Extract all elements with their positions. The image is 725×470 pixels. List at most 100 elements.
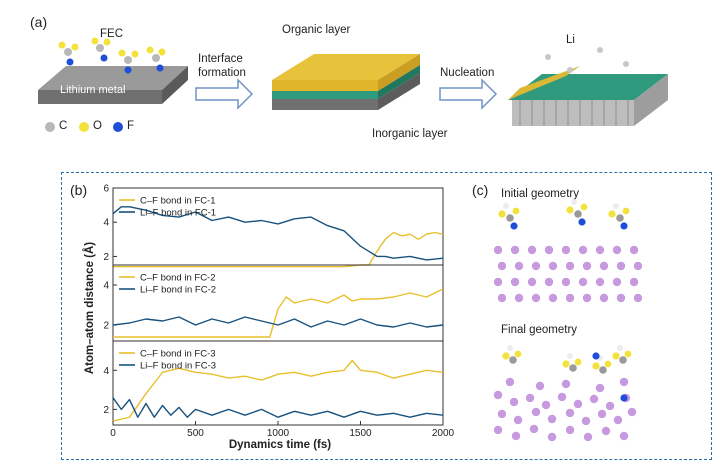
initial-geometry-label: Initial geometry xyxy=(501,188,579,200)
x-tick-label: 0 xyxy=(110,428,116,439)
h-atom xyxy=(567,353,573,359)
o-atom xyxy=(624,350,632,358)
arrow1-label-line1: Interface xyxy=(198,53,243,65)
o-atom xyxy=(580,203,588,211)
li-atom xyxy=(548,261,558,271)
legend-label: C–F bond in FC-2 xyxy=(140,273,216,284)
li-atom xyxy=(511,431,521,441)
li-atom xyxy=(548,293,558,303)
o-atom xyxy=(604,360,612,368)
li-atom xyxy=(497,261,507,271)
li-atom xyxy=(544,277,554,287)
li-atom xyxy=(531,261,541,271)
fec-molecules xyxy=(58,37,166,74)
li-atom xyxy=(578,245,588,255)
legend-label: C–F bond in FC-3 xyxy=(140,349,216,360)
li-atom xyxy=(513,415,523,425)
li-atom xyxy=(595,277,605,287)
series-line-lif-3 xyxy=(112,397,444,418)
o-atom xyxy=(566,206,574,214)
li-atom xyxy=(573,399,583,409)
f-atom xyxy=(620,394,628,402)
y-tick-label: 2 xyxy=(103,405,109,416)
lithium-slab xyxy=(38,66,188,104)
h-atom xyxy=(503,203,509,209)
li-atom xyxy=(612,277,622,287)
organic-layer-label: Organic layer xyxy=(282,24,351,36)
final-geometry-label: Final geometry xyxy=(501,324,578,336)
o-atom xyxy=(612,352,620,360)
y-tick-label: 2 xyxy=(103,321,109,332)
h-atom xyxy=(507,345,513,351)
panels-bc-frame xyxy=(61,172,712,460)
li-atom xyxy=(629,277,639,287)
li-atom xyxy=(619,377,629,387)
h-atom xyxy=(617,345,623,351)
x-tick-label: 1000 xyxy=(267,428,290,439)
li-atom xyxy=(589,394,599,404)
li-atom xyxy=(531,407,541,417)
li-atom xyxy=(505,377,515,387)
inorganic-layer-label: Inorganic layer xyxy=(372,128,448,140)
li-atom xyxy=(514,261,524,271)
arrow1-label-line2: formation xyxy=(198,67,246,79)
series-line-cf-3 xyxy=(112,359,444,422)
c-atom xyxy=(509,356,517,364)
li-atom xyxy=(497,409,507,419)
li-atom xyxy=(612,245,622,255)
li-atom xyxy=(629,245,639,255)
li-atom xyxy=(601,426,611,436)
li-atom xyxy=(509,397,519,407)
li-atom xyxy=(529,424,539,434)
o-atom xyxy=(592,362,600,370)
c-atom xyxy=(616,214,624,222)
li-atom xyxy=(582,261,592,271)
li-atom xyxy=(527,245,537,255)
li-atom xyxy=(561,277,571,287)
li-atom xyxy=(547,414,557,424)
li-atom xyxy=(583,432,593,442)
li-atom xyxy=(578,277,588,287)
li-atom xyxy=(541,400,551,410)
series-line-cf-2 xyxy=(113,288,444,338)
li-atom xyxy=(565,293,575,303)
y-tick-label: 2 xyxy=(103,252,109,263)
li-atom xyxy=(557,392,567,402)
c-atom xyxy=(599,366,607,374)
li-atom xyxy=(497,293,507,303)
li-atom xyxy=(561,379,571,389)
nucleation-structure xyxy=(508,47,668,126)
li-atom xyxy=(531,293,541,303)
f-atom xyxy=(510,222,518,230)
li-atom xyxy=(597,409,607,419)
li-atom xyxy=(535,381,545,391)
li-atom xyxy=(493,425,503,435)
li-atom xyxy=(605,401,615,411)
layered-sei-film xyxy=(272,54,420,110)
o-atom xyxy=(498,210,506,218)
legend-label: C–F bond in FC-1 xyxy=(140,196,216,207)
o-atom xyxy=(514,350,522,358)
legend-label: Li–F bond in FC-1 xyxy=(140,208,216,219)
li-atom xyxy=(514,293,524,303)
x-tick-label: 2000 xyxy=(432,428,455,439)
li-atom xyxy=(510,245,520,255)
li-atom xyxy=(561,245,571,255)
li-atom xyxy=(619,431,629,441)
li-atom xyxy=(616,293,626,303)
li-atom xyxy=(599,261,609,271)
series-line-lif-1 xyxy=(112,206,444,261)
li-atom xyxy=(493,245,503,255)
x-axis-label: Dynamics time (fs) xyxy=(228,439,332,451)
legend-c-dot xyxy=(45,122,55,132)
y-tick-label: 4 xyxy=(103,218,109,229)
o-atom xyxy=(512,207,520,215)
li-atom xyxy=(633,261,643,271)
panel-b-label: (b) xyxy=(70,182,88,198)
c-atom xyxy=(506,214,514,222)
li-atom xyxy=(595,245,605,255)
li-atom xyxy=(527,277,537,287)
panel-a-illustration xyxy=(38,37,668,132)
